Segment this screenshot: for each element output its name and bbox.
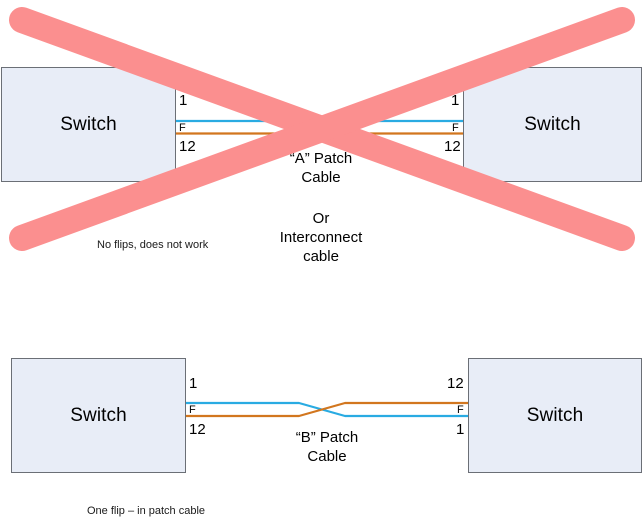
bottom-left-switch: Switch: [11, 358, 186, 473]
bottom-right-port-middle: F: [457, 404, 464, 416]
top-left-port-top: 1: [179, 92, 188, 109]
bottom-left-switch-label: Switch: [70, 404, 127, 426]
top-left-switch-label: Switch: [60, 113, 117, 135]
top-right-port-top: 1: [451, 92, 460, 109]
top-left-port-bottom: 12: [179, 138, 196, 155]
top-right-switch-label: Switch: [524, 113, 581, 135]
bottom-left-port-middle: F: [189, 404, 196, 416]
bottom-right-switch: Switch: [468, 358, 642, 473]
top-cable-alt-label: Or Interconnect cable: [279, 210, 363, 265]
bottom-right-port-bottom: 1: [456, 421, 465, 438]
top-left-switch: Switch: [1, 67, 176, 182]
bottom-left-port-bottom: 12: [189, 421, 206, 438]
top-right-port-bottom: 12: [444, 138, 461, 155]
top-caption: No flips, does not work: [97, 239, 209, 251]
bottom-left-port-top: 1: [189, 375, 198, 392]
bottom-right-port-top: 12: [447, 375, 464, 392]
bottom-caption: One flip – in patch cable: [87, 505, 206, 517]
top-cable-type-label: “A” Patch Cable: [289, 150, 353, 186]
top-left-port-middle: F: [179, 122, 186, 134]
top-right-port-middle: F: [452, 122, 459, 134]
bottom-right-switch-label: Switch: [526, 404, 584, 426]
bottom-cable-type-label: “B” Patch Cable: [295, 429, 359, 465]
top-right-switch: Switch: [463, 67, 642, 182]
